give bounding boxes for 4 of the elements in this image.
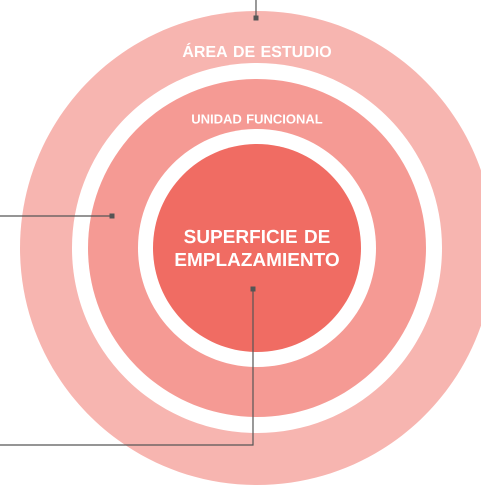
leader-line xyxy=(254,0,258,20)
ring: SUPERFICIE DE EMPLAZAMIENTO xyxy=(138,129,376,367)
leader-line xyxy=(0,214,114,218)
leader-line xyxy=(0,286,256,446)
